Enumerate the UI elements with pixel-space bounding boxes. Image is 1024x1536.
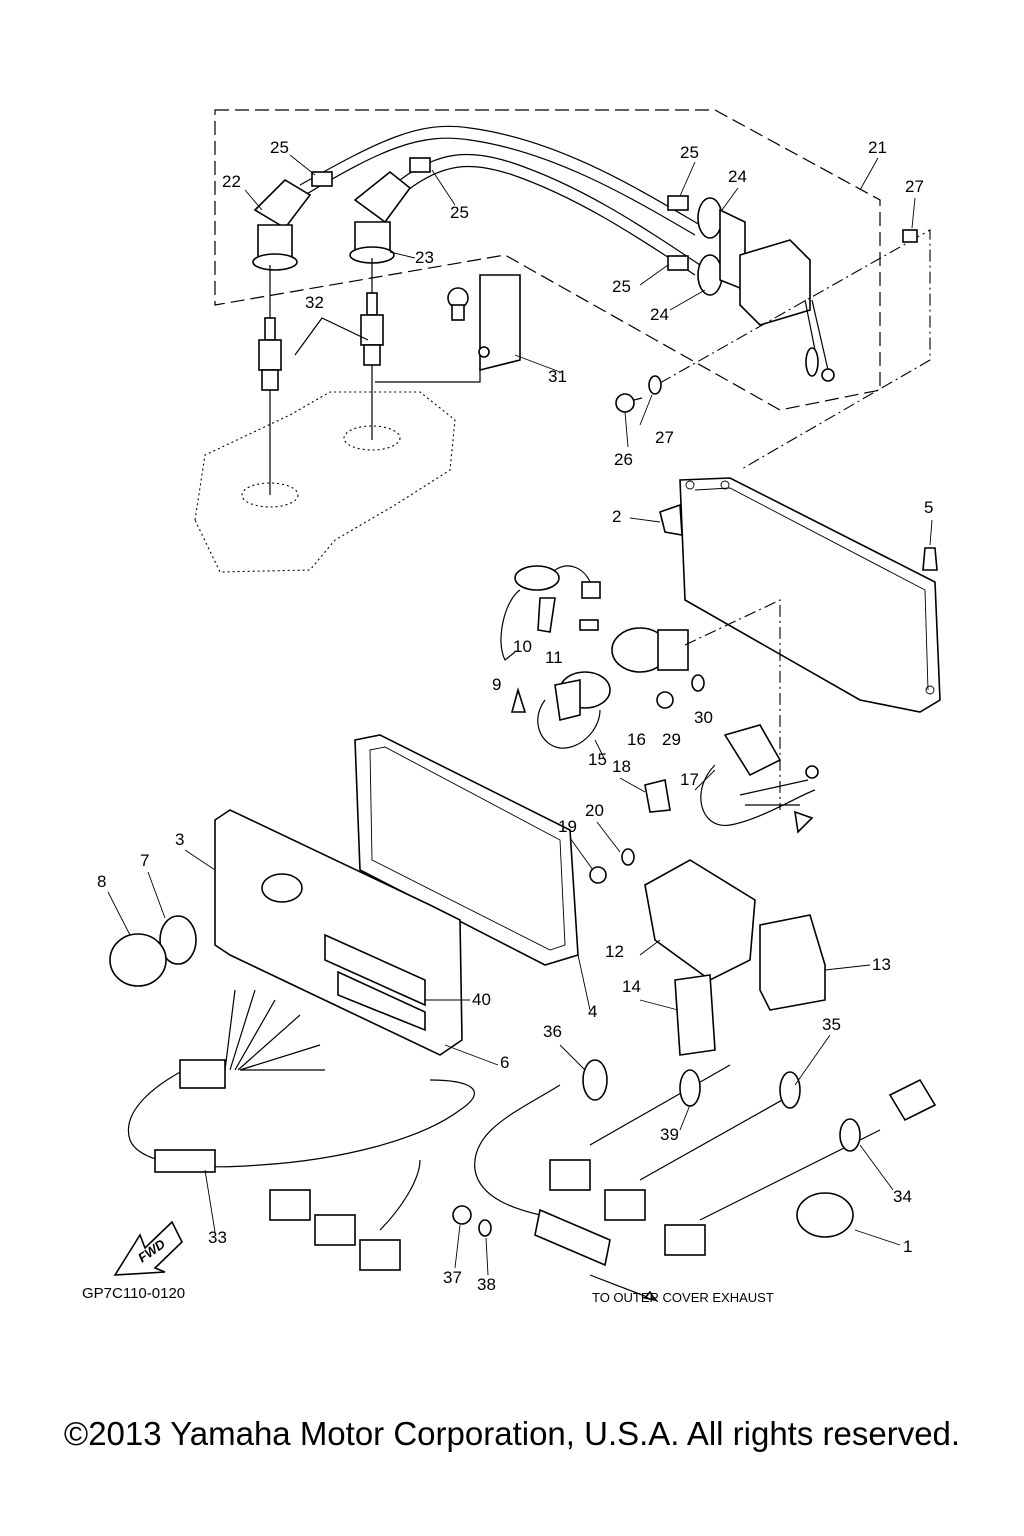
callout-11: 11 [545, 648, 563, 667]
callout-39: 39 [660, 1125, 679, 1144]
spark-plug-b [360, 292, 384, 366]
coil-assembly-boundary [214, 109, 881, 411]
callout-36: 36 [543, 1022, 562, 1041]
oring-7 [159, 915, 197, 965]
sensor-17 [700, 724, 819, 834]
callout-31: 31 [548, 367, 567, 386]
callout-29: 29 [662, 730, 681, 749]
callout-18: 18 [612, 757, 631, 776]
callout-38: 38 [477, 1275, 496, 1294]
spark-plug-a [258, 317, 282, 391]
cable-35 [604, 1071, 801, 1221]
wire-harness-33 [127, 989, 475, 1271]
plug-lead-front [399, 153, 701, 266]
callout-37: 37 [443, 1268, 462, 1287]
cylinder-head [194, 391, 456, 573]
screw-26 [615, 393, 635, 413]
washer-27 [648, 375, 662, 395]
clamp-25-a [311, 171, 333, 187]
callout-27: 27 [655, 428, 674, 447]
cable-34 [664, 1078, 937, 1256]
callout-4: 4 [588, 1002, 597, 1021]
callout-28: 27 [905, 177, 924, 196]
plug-lead-rear [299, 125, 701, 226]
callout-25: 25 [270, 138, 289, 157]
callout-1: 1 [903, 1237, 912, 1256]
bolt-37 [452, 1205, 472, 1225]
connector-9 [500, 565, 601, 661]
cover-3 [214, 809, 463, 1056]
clamp-25-b [409, 157, 431, 173]
screw-5 [922, 547, 938, 571]
cable-39 [549, 1064, 731, 1191]
callout-15: 15 [588, 750, 607, 769]
callout-16: 16 [627, 730, 646, 749]
callout-5: 5 [924, 498, 933, 517]
callout-25: 25 [450, 203, 469, 222]
callout-labels: 25 22 25 23 25 24 21 27 25 24 32 31 27 2… [97, 138, 933, 1294]
callout-24: 24 [650, 305, 669, 324]
ignition-coil [697, 197, 835, 382]
hose-clamp-1 [796, 1192, 854, 1238]
clamp-18 [644, 779, 671, 813]
callout-25: 25 [612, 277, 631, 296]
copyright-notice: ©2013 Yamaha Motor Corporation, U.S.A. A… [63, 1415, 961, 1452]
callout-13: 13 [872, 955, 891, 974]
fwd-arrow-icon [113, 1220, 183, 1276]
callout-12: 12 [605, 942, 624, 961]
screw-19 [589, 866, 607, 884]
callout-30: 30 [694, 708, 713, 727]
callout-35: 35 [822, 1015, 841, 1034]
plug-cap-22 [252, 178, 312, 271]
callout-7: 7 [140, 851, 149, 870]
cable-36 [474, 1059, 611, 1267]
callout-2: 2 [612, 507, 621, 526]
callout-14: 14 [622, 977, 641, 996]
callout-19: 19 [558, 817, 577, 836]
plug-lead-front-2 [404, 165, 696, 276]
callout-40: 40 [472, 990, 491, 1009]
reference-code: GP7C110-0120 [82, 1285, 185, 1302]
plug-lead-rear-2 [304, 137, 696, 236]
callout-25: 25 [680, 143, 699, 162]
leader-lines [107, 154, 933, 1276]
washer-30 [691, 674, 705, 692]
bracket-31 [447, 274, 521, 372]
relay-15 [510, 671, 611, 749]
callout-6: 6 [500, 1053, 509, 1072]
callout-22: 22 [222, 172, 241, 191]
washer-20 [621, 848, 635, 866]
clamp-25-d [667, 255, 689, 271]
callout-21: 21 [868, 138, 887, 157]
callout-3: 3 [175, 830, 184, 849]
callout-33: 33 [208, 1228, 227, 1247]
callout-20: 20 [585, 801, 604, 820]
callout-26: 26 [614, 450, 633, 469]
part-28 [902, 229, 918, 243]
callout-17: 17 [680, 770, 699, 789]
callout-10: 10 [513, 637, 532, 656]
callout-34: 34 [893, 1187, 912, 1206]
callout-23: 23 [415, 248, 434, 267]
bracket-13 [759, 914, 826, 1011]
clamp-25-c [667, 195, 689, 211]
part-14 [674, 974, 716, 1056]
callout-9: 9 [492, 675, 501, 694]
callout-32: 32 [305, 293, 324, 312]
washer-38 [478, 1219, 492, 1237]
callout-24: 24 [728, 167, 747, 186]
electrical-box-2 [659, 477, 941, 713]
exhaust-note: TO OUTER COVER EXHAUST [592, 1290, 774, 1305]
sensor-16 [611, 627, 689, 673]
callout-8: 8 [97, 872, 106, 891]
control-unit-12 [644, 859, 756, 981]
screw-29 [656, 691, 674, 709]
plug-cap-23 [349, 170, 412, 264]
cap-8 [109, 933, 167, 987]
